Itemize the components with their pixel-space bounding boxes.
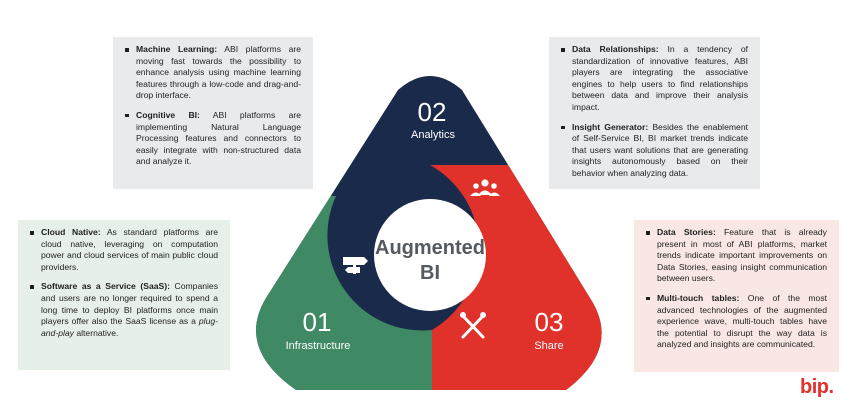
bullet-multi-touch-tables: Multi-touch tables: One of the most adva… (646, 293, 827, 351)
infrastructure-number: 01 (303, 307, 332, 337)
signpost-icon (343, 257, 368, 274)
bullet-saas: Software as a Service (SaaS): Companies … (30, 281, 218, 339)
center-title-line1: Augmented (375, 237, 485, 259)
analytics-ml-box: Machine Learning: ABI platforms are movi… (113, 37, 313, 189)
infrastructure-box: Cloud Native: As standard platforms are … (18, 220, 230, 370)
people-group-icon (470, 179, 500, 196)
tools-icon (460, 312, 486, 339)
analytics-label: Analytics (411, 129, 456, 141)
center-circle (374, 199, 486, 311)
share-label: Share (534, 340, 563, 352)
bullet-cloud-native: Cloud Native: As standard platforms are … (30, 227, 218, 273)
infrastructure-segment (256, 196, 432, 390)
bullet-machine-learning: Machine Learning: ABI platforms are movi… (125, 44, 301, 102)
analytics-number: 02 (418, 97, 447, 127)
bullet-data-stories: Data Stories: Feature that is already pr… (646, 227, 827, 285)
share-number: 03 (535, 307, 564, 337)
share-segment (430, 165, 602, 390)
infrastructure-label: Infrastructure (286, 340, 351, 352)
bullet-data-relationships: Data Relationships: In a tendency of sta… (561, 44, 748, 114)
center-title-line2: BI (420, 262, 440, 284)
bullet-insight-generator: Insight Generator: Besides the enablemen… (561, 122, 748, 180)
share-box: Data Stories: Feature that is already pr… (634, 220, 839, 372)
analytics-data-box: Data Relationships: In a tendency of sta… (549, 37, 760, 189)
bip-logo: bip. (800, 376, 834, 398)
bullet-cognitive-bi: Cognitive BI: ABI platforms are implemen… (125, 110, 301, 168)
